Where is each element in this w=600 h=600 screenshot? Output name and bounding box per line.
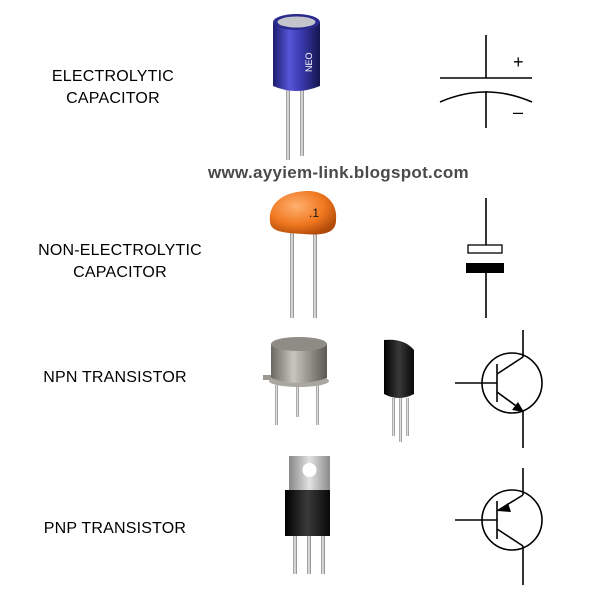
part-marking: NEO — [304, 52, 314, 72]
label-line: ELECTROLYTIC — [51, 68, 175, 85]
metal-can-transistor-image — [263, 337, 329, 425]
plus-sign: + — [513, 52, 524, 72]
to220-transistor-image — [285, 456, 330, 574]
non-electrolytic-capacitor-symbol — [466, 198, 504, 318]
label-line: CAPACITOR — [66, 90, 160, 107]
npn-emitter-arrow — [512, 402, 524, 412]
label-line: PNP TRANSISTOR — [43, 520, 187, 537]
label-line: CAPACITOR — [73, 264, 167, 281]
label-line: NPN TRANSISTOR — [43, 369, 187, 386]
label-npn-transistor: NPN TRANSISTOR — [30, 367, 200, 389]
ceramic-capacitor-image: .1 — [269, 190, 337, 318]
to92-transistor-image — [384, 339, 414, 442]
label-non-electrolytic-capacitor: NON-ELECTROLYTIC CAPACITOR — [20, 240, 220, 284]
part-marking: .1 — [309, 206, 319, 220]
electrolytic-capacitor-symbol — [439, 35, 533, 128]
minus-sign: – — [513, 102, 523, 122]
watermark-url: www.ayyiem-link.blogspot.com — [208, 163, 469, 182]
label-line: NON-ELECTROLYTIC — [38, 242, 202, 259]
pnp-transistor-symbol — [455, 468, 543, 585]
npn-transistor-symbol — [455, 330, 543, 448]
label-pnp-transistor: PNP TRANSISTOR — [30, 518, 200, 540]
label-electrolytic-capacitor: ELECTROLYTIC CAPACITOR — [28, 66, 198, 110]
electrolytic-capacitor-image: NEO — [273, 14, 320, 160]
pnp-emitter-arrow — [498, 503, 511, 512]
